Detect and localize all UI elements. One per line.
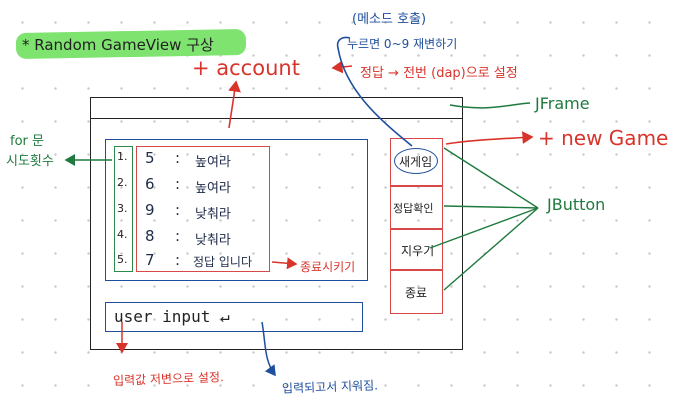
attempt-number: 5. [117, 253, 128, 266]
result-panel [105, 139, 368, 281]
row-colon: : [175, 251, 181, 269]
clear-label: 지우기 [401, 244, 435, 258]
row-colon: : [175, 175, 181, 193]
jframe-label: JFrame [535, 94, 590, 113]
user-input-field[interactable]: user input ↵ [105, 302, 363, 332]
clear-note-arrow [261, 321, 276, 377]
attempt-number: 3. [117, 202, 128, 215]
page-title: * Random GameView 구상 [22, 36, 214, 54]
jframe-window [90, 97, 463, 350]
guess-number: 5 [145, 149, 155, 167]
shutdown-arrow [271, 257, 298, 270]
method-call-curve [336, 36, 413, 147]
hint-message: 정답 입니다 [193, 255, 253, 269]
clear-button[interactable]: 지우기 [390, 229, 443, 270]
attempt-number: 2. [117, 176, 128, 189]
new-game-arrow [445, 131, 534, 145]
jframe-titlebar-line [90, 118, 463, 119]
hint-message: 낮춰라 [195, 233, 231, 248]
hint-message: 높여라 [195, 181, 231, 196]
new-game-note: + new Game [538, 126, 669, 150]
attempt-number: 1. [117, 150, 128, 163]
jbutton-line-1 [443, 147, 539, 209]
user-input-text: user input ↵ [114, 307, 230, 326]
jframe-pointer [449, 102, 531, 109]
row-colon: : [175, 149, 181, 167]
jbutton-label: JButton [547, 195, 606, 214]
attempt-number-column: 1. 2. 3. 4. 5. [114, 146, 133, 272]
check-answer-button[interactable]: 정답확인 [390, 186, 443, 229]
for-loop-note: for 문 [10, 134, 44, 149]
result-list: 5 : 높여라 6 : 높여라 9 : 낮춰라 8 : 낮춰라 7 : 정답 입… [136, 146, 270, 272]
method-heading: (메소드 호출) [352, 12, 427, 27]
new-game-circle [394, 148, 438, 174]
shutdown-note: 종료시키기 [300, 260, 356, 274]
jbutton-line-3 [429, 207, 539, 249]
quit-label: 종료 [405, 286, 428, 300]
attempt-number: 4. [117, 228, 128, 241]
new-game-label: 새게임 [399, 155, 433, 169]
guess-number: 7 [145, 251, 155, 269]
hint-message: 높여라 [195, 155, 231, 170]
method-line1: 누르면 0~9 재변하기 [347, 37, 458, 51]
hint-message: 낮춰라 [195, 207, 231, 222]
quit-button[interactable]: 종료 [390, 270, 443, 314]
jbutton-line-4 [443, 207, 539, 291]
method-line2: 정답 → 전번 (dap)으로 설정 [360, 66, 518, 81]
attempt-count-note: 시도횟수 [6, 154, 54, 169]
account-arrow [228, 80, 241, 129]
account-note: + account [192, 56, 300, 80]
check-answer-label: 정답확인 [393, 202, 434, 215]
guess-number: 6 [145, 175, 155, 193]
row-colon: : [175, 227, 181, 245]
guess-number: 9 [145, 201, 155, 219]
row-colon: : [175, 201, 181, 219]
jbutton-line-2 [443, 205, 539, 209]
guess-number: 8 [145, 227, 155, 245]
new-game-button[interactable]: 새게임 [390, 138, 443, 186]
